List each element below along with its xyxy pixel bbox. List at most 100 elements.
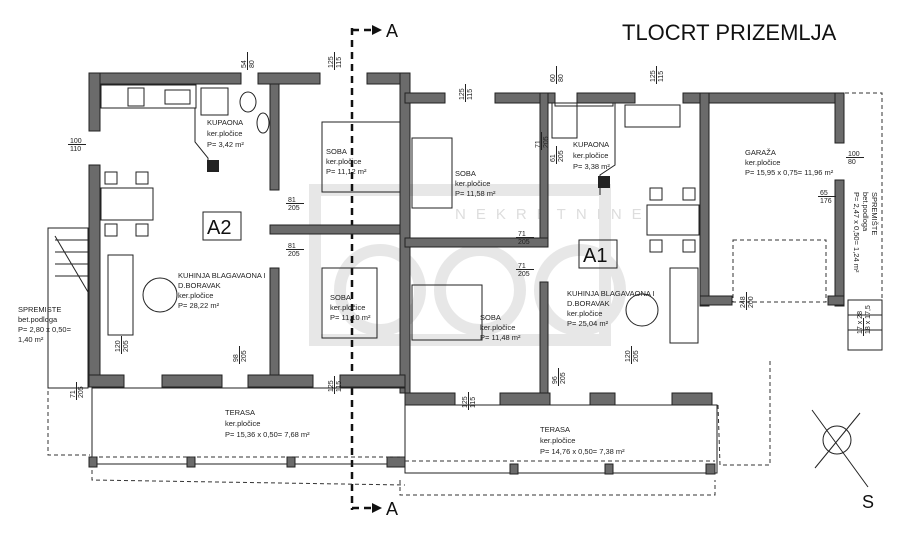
svg-text:ker.pločice: ker.pločice <box>207 129 242 138</box>
north-mark: S <box>862 492 874 512</box>
svg-text:bet.podloga: bet.podloga <box>18 315 58 324</box>
dimension-value: 115 <box>467 89 474 100</box>
dimension-value: 205 <box>288 205 300 212</box>
room-a2-spremiste: SPREMISTE bet.podloga P= 2,80 x 0,50= 1,… <box>18 305 72 344</box>
svg-text:P= 11,12 m²: P= 11,12 m² <box>326 167 367 176</box>
dimension-value: 205 <box>123 340 130 352</box>
watermark-text: NEKRETNINE <box>455 206 652 223</box>
dimension-value: 71 <box>70 390 77 398</box>
dimension-value: 205 <box>78 386 85 398</box>
svg-text:ker.pločice: ker.pločice <box>178 291 213 300</box>
room-a2-kuhinja: KUHINJA BLAGAVAONA I D.BORAVAK ker.ploči… <box>178 271 266 310</box>
svg-text:P= 15,36 x 0,50= 7,68 m²: P= 15,36 x 0,50= 7,68 m² <box>225 430 310 439</box>
dimension-value: 65 <box>820 190 828 197</box>
svg-text:bet.podloga: bet.podloga <box>861 192 870 232</box>
svg-text:P= 2,80 x 0,50=: P= 2,80 x 0,50= <box>18 325 72 334</box>
compass-icon <box>811 409 869 488</box>
dimension-value: 71 <box>535 140 542 148</box>
room-a1-soba-1: SOBA ker.pločice P= 11,58 m² <box>455 169 496 198</box>
svg-text:ker.pločice: ker.pločice <box>573 151 608 160</box>
svg-text:ker.pločice: ker.pločice <box>480 323 515 332</box>
svg-text:P= 25,04 m²: P= 25,04 m² <box>567 319 609 328</box>
dimension-value: 205 <box>558 150 565 162</box>
dimension-value: 115 <box>470 397 477 408</box>
dimension-value: 81 <box>288 243 296 250</box>
section-label-bottom: A <box>386 499 398 519</box>
room-a2-kupaona: KUPAONA ker.pločice P= 3,42 m² <box>207 118 244 149</box>
svg-text:P= 11,48 m²: P= 11,48 m² <box>480 333 521 342</box>
room-a1-kupaona: KUPAONA ker.pločice P= 3,38 m² <box>573 140 610 171</box>
dimension-value: 115 <box>658 71 665 82</box>
unit-a2-box <box>202 211 242 241</box>
svg-text:KUPAONA: KUPAONA <box>207 118 243 127</box>
dimension-value: 205 <box>543 136 550 148</box>
svg-text:SPREMISTE: SPREMISTE <box>18 305 61 314</box>
dimension-value: 200 <box>748 296 755 308</box>
svg-text:P= 3,38 m²: P= 3,38 m² <box>573 162 610 171</box>
room-a1-kuhinja: KUHINJA BLAGAVAONA I D.BORAVAK ker.ploči… <box>567 289 655 328</box>
terraces <box>47 92 883 496</box>
svg-text:P= 28,22 m²: P= 28,22 m² <box>178 301 220 310</box>
svg-text:D.BORAVAK: D.BORAVAK <box>178 281 221 290</box>
dimension-value: 248 <box>740 296 747 308</box>
dimension-value: 80 <box>558 74 565 82</box>
room-spremiste-right: SPREMIŠTE bet.podloga P= 2,47 x 0,50= 1,… <box>852 192 879 273</box>
room-a2-terasa: TERASA ker.pločice P= 15,36 x 0,50= 7,68… <box>225 408 310 439</box>
unit-a1-box <box>578 239 618 269</box>
dimension-value: 17 x 28 <box>857 311 864 334</box>
room-a2-soba-2: SOBA ker.pločice P= 11,10 m² <box>330 293 371 322</box>
svg-text:D.BORAVAK: D.BORAVAK <box>567 299 610 308</box>
dimension-value: 80 <box>249 60 256 68</box>
walls-a2 <box>88 72 411 394</box>
svg-text:ker.pločice: ker.pločice <box>225 419 260 428</box>
dimension-value: 80 <box>848 159 856 166</box>
svg-text:P= 2,47 x 0,50= 1,24 m²: P= 2,47 x 0,50= 1,24 m² <box>852 192 861 273</box>
section-label-top: A <box>386 21 398 41</box>
dimension-value: 205 <box>518 271 530 278</box>
svg-text:TERASA: TERASA <box>540 425 570 434</box>
svg-text:SPREMIŠTE: SPREMIŠTE <box>870 192 879 235</box>
dimension-value: 205 <box>518 239 530 246</box>
dimension-value: 176 <box>820 198 832 205</box>
svg-text:P= 15,95 x 0,75= 11,96 m²: P= 15,95 x 0,75= 11,96 m² <box>745 168 834 177</box>
svg-text:ker.pločice: ker.pločice <box>330 303 365 312</box>
dimension-value: 54 <box>241 60 248 68</box>
dimension-value: 71 <box>518 231 526 238</box>
svg-text:TERASA: TERASA <box>225 408 255 417</box>
svg-text:ker.pločice: ker.pločice <box>745 158 780 167</box>
dimension-value: 115 <box>336 57 343 68</box>
dimension-value: 205 <box>288 251 300 258</box>
svg-text:KUHINJA BLAGAVAONA I: KUHINJA BLAGAVAONA I <box>567 289 655 298</box>
dimension-value: 61 <box>550 154 557 162</box>
dimension-value: 205 <box>241 350 248 362</box>
dimension-value: 96 <box>552 376 559 384</box>
drawing-title: TLOCRT PRIZEMLJA <box>622 20 837 45</box>
dimension-value: 110 <box>70 146 81 153</box>
room-a1-soba-2: SOBA ker.pločice P= 11,48 m² <box>480 313 521 342</box>
svg-text:SOBA: SOBA <box>480 313 501 322</box>
svg-text:P= 11,58 m²: P= 11,58 m² <box>455 189 496 198</box>
dimension-value: 125 <box>328 380 335 392</box>
svg-text:P= 14,76 x 0,50= 7,38 m²: P= 14,76 x 0,50= 7,38 m² <box>540 447 625 456</box>
dimension-value: 100 <box>70 138 82 145</box>
dimension-value: 60 <box>550 74 557 82</box>
unit-label-a2: A2 <box>207 217 231 239</box>
svg-text:1,40 m²: 1,40 m² <box>18 335 44 344</box>
